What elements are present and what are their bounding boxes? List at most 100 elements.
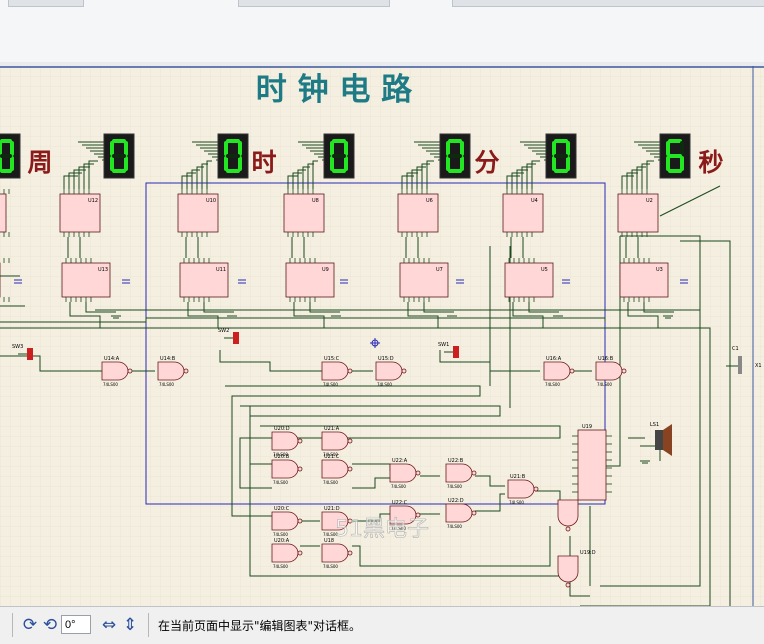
switch-label: SW1 [438, 342, 449, 348]
wire [307, 163, 314, 189]
seven-segment-display [659, 133, 691, 179]
wire [521, 166, 532, 189]
gate-bubble [565, 582, 571, 588]
toolbar-area [0, 0, 764, 63]
wire [0, 355, 102, 372]
gate-body [271, 431, 299, 451]
chip-body [504, 262, 554, 298]
chip-body [577, 429, 607, 501]
gate-label: U15:C [324, 356, 340, 362]
gate-body [101, 361, 129, 381]
gate-label: U20:D [274, 426, 290, 432]
gate-bubble [415, 470, 421, 476]
gate-label: U21:A [324, 426, 340, 432]
toolbar-strip[interactable] [452, 0, 764, 7]
editor-frame [0, 62, 764, 66]
gate-label: U19:D [580, 550, 596, 556]
toolbar-strip[interactable] [8, 0, 84, 7]
gate-body [321, 543, 349, 563]
gate-body [271, 511, 299, 531]
wire [206, 160, 212, 189]
wire [85, 302, 116, 313]
gate-label: U21:B [510, 474, 526, 480]
wire [423, 302, 454, 313]
unit-labels: 周时分秒 [27, 148, 723, 177]
logic-gate: U21:A 74LS00 [321, 426, 353, 457]
ic-chip: U7 [399, 258, 449, 302]
wire [643, 302, 674, 313]
wire [63, 175, 78, 189]
chip-label: U13 [98, 267, 108, 273]
rotate-ccw-icon[interactable]: ⟲ [42, 615, 58, 635]
chip-label: U2 [646, 198, 653, 204]
wire [225, 385, 481, 517]
gate-type: 74LS00 [447, 484, 462, 489]
chip-body [177, 193, 219, 233]
seven-segment-display [103, 133, 135, 179]
rotation-input[interactable]: 0° [61, 615, 91, 634]
wire [531, 160, 540, 189]
wire [407, 302, 439, 328]
gate-bubble [347, 466, 353, 472]
switch: SW2 [218, 328, 239, 344]
speaker: LS1 [650, 422, 672, 456]
separator [12, 613, 13, 637]
gate-type: 74LS00 [323, 382, 338, 387]
seven-segment-display [217, 133, 249, 179]
wire [516, 169, 528, 189]
gate-type: 74LS00 [597, 382, 612, 387]
wire [287, 175, 298, 189]
rotate-cw-icon[interactable]: ⟳ [22, 615, 38, 635]
gate-body [375, 361, 403, 381]
wire [506, 175, 520, 189]
wires [0, 141, 731, 606]
gate-body [321, 459, 349, 479]
logic-gate [557, 499, 579, 532]
wire [293, 302, 325, 328]
chip-body [397, 193, 439, 233]
wire [78, 166, 90, 189]
gate-label: U14:B [160, 356, 176, 362]
gate-label: U20:C [274, 506, 290, 512]
chip-body [0, 193, 7, 233]
unit-label: 秒 [698, 148, 723, 177]
chip-label: U11 [216, 267, 226, 273]
toolbar-strip[interactable] [238, 0, 390, 7]
chip-label: U19 [582, 424, 592, 430]
gate-bubble [183, 368, 189, 374]
chip-body [502, 193, 544, 233]
gate-type: 74LS00 [391, 484, 406, 489]
wire [631, 169, 642, 189]
switch: SW1 [438, 342, 459, 358]
speaker-label: LS1 [650, 422, 659, 428]
gate-label: U20:A [274, 538, 290, 544]
gate-type: 74LS00 [323, 452, 338, 457]
ic-chip: U3 [619, 258, 669, 302]
gate-body [321, 511, 349, 531]
chip-label: U7 [436, 267, 443, 273]
seven-segment-display [439, 133, 471, 179]
mirror-horizontal-icon[interactable]: ⇔ [101, 615, 117, 635]
mirror-vertical-icon[interactable]: ⇕ [122, 615, 138, 635]
ic-chip: U8 [283, 189, 325, 237]
ic-chip: U9 [285, 258, 335, 302]
gate-type: 74LS00 [323, 480, 338, 485]
seven-segment-displays [0, 133, 691, 179]
chip-label: U8 [312, 198, 319, 204]
chip-label: U9 [322, 267, 329, 273]
gate-bubble [347, 550, 353, 556]
wire [83, 163, 94, 189]
chip-body [619, 262, 669, 298]
chip-body [179, 262, 229, 298]
chip-label: U4 [531, 198, 538, 204]
gate-bubble [471, 470, 477, 476]
